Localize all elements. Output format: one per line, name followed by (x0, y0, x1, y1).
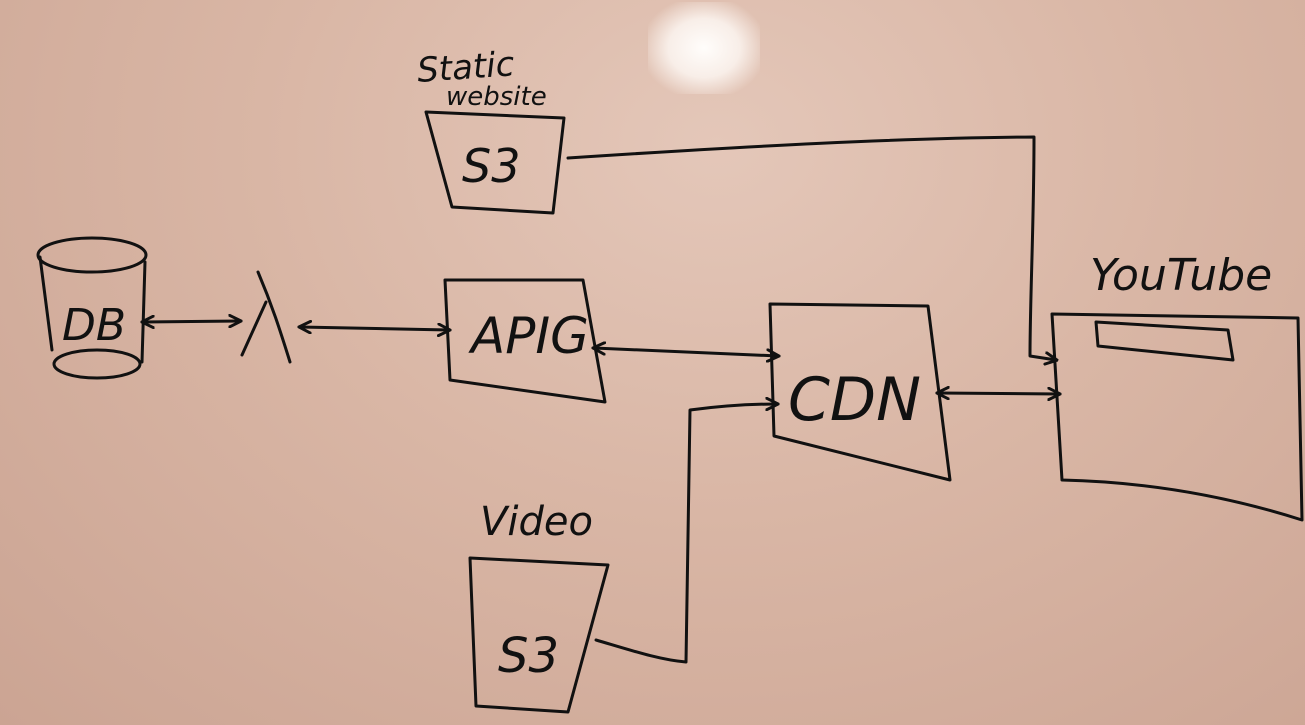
video-caption: Video (480, 499, 593, 545)
edge-db-lambda (143, 321, 240, 322)
static-s3-bucket-shape (424, 110, 566, 215)
edge-video-cdn (594, 404, 777, 664)
api-gateway-label: APIG (468, 307, 589, 365)
static-caption-line2: website (446, 82, 547, 112)
lambda-strokes (240, 270, 292, 364)
static-website-node: Static website S3 (416, 44, 566, 215)
edge-apig-cdn (594, 348, 778, 356)
db-cylinder-top (36, 236, 148, 274)
whiteboard-glare (648, 2, 760, 94)
edge-static-youtube (566, 135, 1056, 360)
api-gateway-box (443, 278, 607, 404)
cdn-label: CDN (788, 365, 921, 435)
youtube-node: YouTube (1050, 250, 1304, 522)
connectors (143, 135, 1059, 664)
video-s3-label: S3 (498, 628, 559, 684)
db-node: DB (36, 236, 148, 380)
browser-address-bar (1094, 320, 1235, 362)
video-node: Video S3 (468, 499, 610, 714)
db-label: DB (62, 300, 126, 351)
db-cylinder-sides (38, 255, 147, 364)
cdn-node: CDN (768, 302, 952, 482)
db-cylinder-bottom (52, 348, 142, 380)
lambda-icon (240, 270, 292, 364)
edge-lambda-apig (300, 327, 449, 330)
edge-cdn-youtube (938, 393, 1059, 394)
static-s3-label: S3 (462, 139, 520, 193)
browser-window-frame (1050, 312, 1304, 522)
static-caption-line1: Static (416, 44, 516, 91)
youtube-caption: YouTube (1090, 250, 1272, 301)
video-s3-bucket-shape (468, 556, 610, 714)
api-gateway-node: APIG (443, 278, 607, 404)
cdn-box (768, 302, 952, 482)
